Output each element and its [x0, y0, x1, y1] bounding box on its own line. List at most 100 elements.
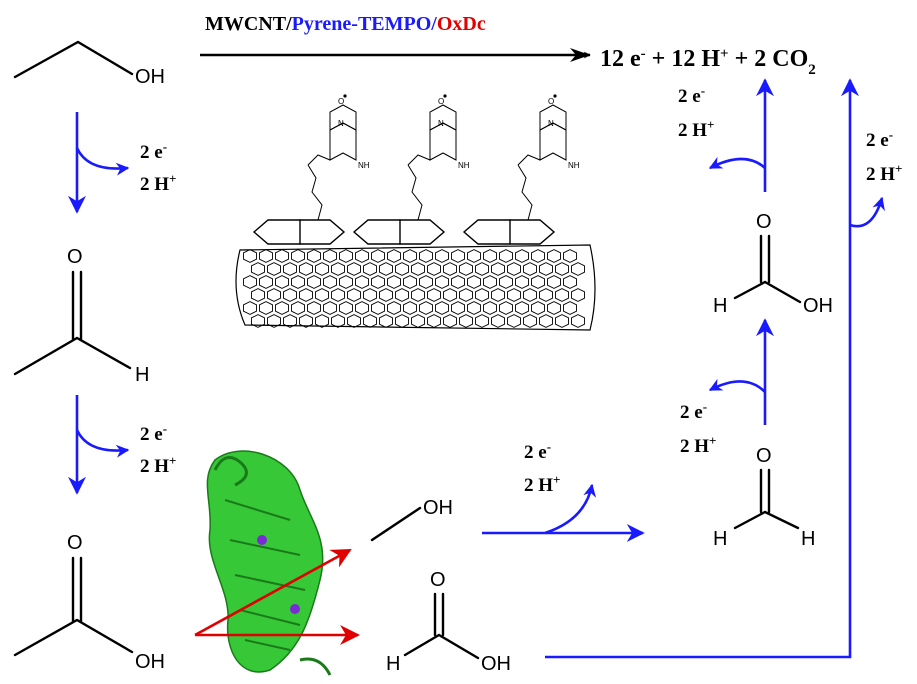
nanotube-hexagon	[331, 314, 345, 328]
nanotube-hexagon	[395, 314, 409, 328]
manganese-ion-1	[257, 535, 267, 545]
step1-release-arrow	[75, 147, 130, 176]
nanotube-hexagon	[419, 301, 433, 315]
pyrene-tempo-unit-1	[252, 104, 357, 245]
nanotube-hexagon	[515, 301, 529, 315]
nanotube-hexagon	[379, 288, 393, 302]
svg-text:O: O	[756, 445, 772, 467]
nanotube-hexagon	[355, 301, 369, 315]
nanotube-hexagon	[243, 249, 257, 263]
nanotube-hexagon	[451, 249, 465, 263]
nanotube-hexagon	[443, 288, 457, 302]
nanotube-hexagon	[483, 275, 497, 289]
svg-text:O: O	[756, 211, 772, 233]
nanotube-hexagon	[259, 301, 273, 315]
nanotube-hexagon	[491, 288, 505, 302]
nanotube-hexagon	[427, 262, 441, 276]
nanotube-hexagon	[355, 275, 369, 289]
nanotube-hexagon	[251, 288, 265, 302]
svg-text:O: O	[67, 246, 83, 268]
step2-electrons: 2 e-	[140, 421, 167, 446]
formic-right-release-arrow	[708, 156, 766, 170]
nanotube-hexagon	[467, 301, 481, 315]
nanotube-hexagon	[307, 275, 321, 289]
svg-text:O: O	[438, 97, 444, 106]
nanotube-hexagon	[371, 301, 385, 315]
nanotube-hexagon	[571, 262, 585, 276]
nanotube-hexagon	[267, 288, 281, 302]
step2-protons: 2 H+	[140, 453, 176, 478]
svg-text:NH: NH	[568, 161, 580, 170]
svg-text:O: O	[338, 97, 344, 106]
nanotube-hexagon	[347, 288, 361, 302]
nanotube-hexagon	[499, 301, 513, 315]
nanotube-hexagon	[347, 262, 361, 276]
svg-text:NH: NH	[458, 161, 470, 170]
nanotube-hexagon	[371, 275, 385, 289]
nanotube-hexagon	[403, 249, 417, 263]
nanotube-hexagon	[307, 249, 321, 263]
nanotube-hexagon	[459, 314, 473, 328]
nanotube-hexagon	[483, 249, 497, 263]
svg-text:O: O	[67, 532, 83, 554]
oxdc-arrow-formic	[194, 548, 352, 637]
nanotube-hexagon	[403, 275, 417, 289]
svg-text:O: O	[548, 97, 554, 106]
step5-electrons: 2 e-	[678, 83, 705, 108]
svg-text:OH: OH	[135, 651, 165, 673]
nanotube-hexagon	[387, 275, 401, 289]
formic-acid-bottom-molecule: O H OH	[386, 569, 511, 675]
nanotube-hexagon	[531, 249, 545, 263]
catalyst-oxdc: OxDc	[437, 13, 486, 35]
nanotube-hexagon	[467, 249, 481, 263]
nanotube-hexagon	[411, 288, 425, 302]
nanotube-hexagon	[387, 301, 401, 315]
svg-text:N: N	[438, 119, 444, 128]
nanotube-hexagon	[363, 262, 377, 276]
nanotube-hexagon	[395, 262, 409, 276]
step1-protons: 2 H+	[140, 171, 176, 196]
svg-text:H: H	[386, 653, 400, 675]
svg-text:NH: NH	[358, 161, 370, 170]
svg-text:N: N	[548, 119, 554, 128]
svg-text:O: O	[430, 569, 446, 591]
nanotube-hexagon	[555, 314, 569, 328]
nanotube-hexagon	[371, 249, 385, 263]
nanotube-hexagon	[315, 262, 329, 276]
nanotube-hexagon	[363, 288, 377, 302]
svg-text:H: H	[135, 364, 149, 386]
nanotube-hexagon	[267, 262, 281, 276]
nanotube-hexagon	[291, 301, 305, 315]
svg-text:OH: OH	[803, 295, 833, 317]
nanotube-hexagon	[331, 262, 345, 276]
nanotube-hexagon	[475, 314, 489, 328]
nanotube-hexagon	[339, 301, 353, 315]
nanotube-hexagon	[547, 249, 561, 263]
svg-text:OH: OH	[481, 653, 511, 675]
nanotube-hexagon	[499, 275, 513, 289]
svg-text:OH: OH	[423, 497, 453, 519]
nanotube-hexagon	[275, 275, 289, 289]
catalyst-pyrene-tempo: Pyrene-TEMPO/	[292, 13, 438, 35]
manganese-ion-2	[290, 604, 300, 614]
nanotube-hexagon	[539, 288, 553, 302]
nanotube-hexagon	[531, 301, 545, 315]
nanotube-hexagon	[283, 288, 297, 302]
nanotube-hexagon	[451, 301, 465, 315]
acetic-acid-molecule: O OH	[13, 532, 165, 673]
pyrene-tempo-unit-3	[462, 104, 567, 245]
nanotube-hexagon	[339, 249, 353, 263]
nanotube-hexagon	[315, 314, 329, 328]
nanotube-hexagon	[323, 275, 337, 289]
nanotube-hexagon	[299, 288, 313, 302]
nanotube-hexagon	[291, 249, 305, 263]
step4-protons: 2 H+	[680, 433, 716, 458]
step6-protons: 2 H+	[866, 161, 902, 186]
acetaldehyde-molecule: O H	[13, 246, 149, 386]
nanotube-hexagon	[379, 314, 393, 328]
nanotube-hexagon	[315, 288, 329, 302]
nanotube-hexagon	[387, 249, 401, 263]
nanotube-hexagon	[499, 249, 513, 263]
step6-electrons: 2 e-	[866, 127, 893, 152]
nanotube-hexagon	[555, 262, 569, 276]
